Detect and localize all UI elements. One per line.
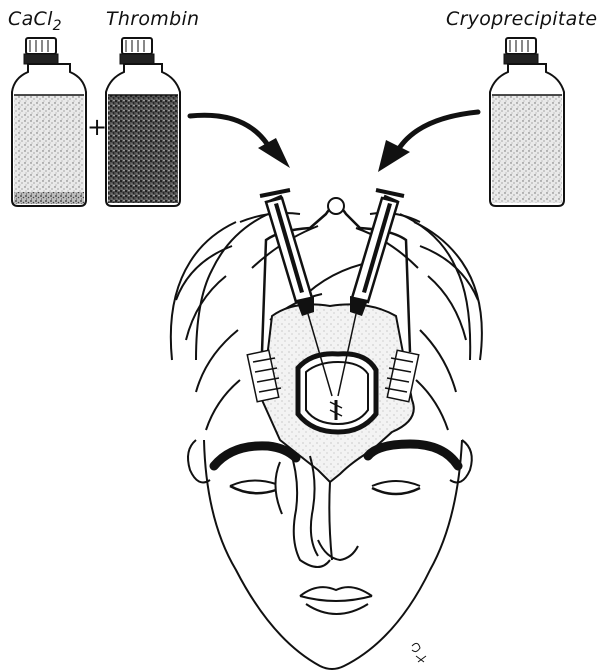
arrow-right — [378, 112, 478, 172]
label-cryoprecipitate: Cryoprecipitate — [446, 8, 597, 30]
vial-thrombin — [106, 38, 180, 206]
plus-sign: + — [87, 113, 107, 141]
label-cacl2-text: CaCl — [8, 8, 53, 30]
surgical-field — [247, 198, 418, 482]
artist-monogram — [412, 643, 426, 662]
label-cacl2: CaCl2 — [8, 8, 62, 34]
vial-cryoprecipitate — [490, 38, 564, 206]
vial-cacl2 — [12, 38, 86, 206]
label-cacl2-subscript: 2 — [53, 18, 62, 34]
arrow-left — [190, 115, 290, 168]
label-thrombin: Thrombin — [106, 8, 199, 30]
